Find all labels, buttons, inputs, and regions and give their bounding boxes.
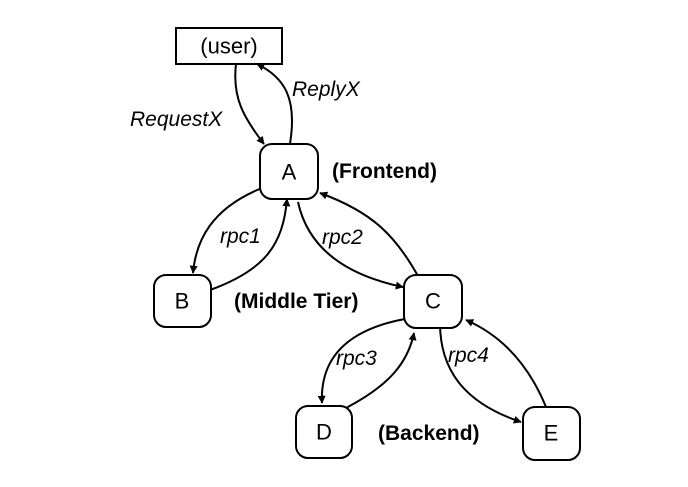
node-d-label: D [316, 420, 332, 445]
edge-label-rpc2: rpc2 [322, 226, 363, 249]
node-b: B [153, 274, 212, 328]
node-a: A [259, 143, 319, 200]
node-user: (user) [175, 27, 283, 65]
edge-rpc2-reply-c-to-a [319, 191, 419, 277]
edge-rpc4-reply-e-to-c [465, 319, 547, 408]
node-user-label: (user) [200, 34, 257, 59]
edge-label-request: RequestX [130, 108, 223, 131]
tier-label-backend: (Backend) [378, 422, 480, 445]
node-b-label: B [175, 289, 190, 314]
edge-label-rpc1: rpc1 [220, 225, 261, 248]
tier-label-frontend: (Frontend) [332, 160, 437, 183]
node-c: C [403, 274, 463, 329]
edge-request-user-to-a [234, 63, 265, 145]
edge-rpc4-c-to-e [439, 322, 522, 424]
edge-rpc3-c-to-d [317, 318, 406, 404]
edge-rpc1-a-to-b [189, 187, 263, 274]
node-e-label: E [544, 421, 559, 446]
edge-rpc3-reply-d-to-c [345, 332, 417, 409]
edge-rpc1-reply-b-to-a [209, 198, 291, 291]
edge-label-rpc4: rpc4 [448, 344, 489, 367]
node-d: D [295, 405, 353, 459]
edge-rpc2-a-to-c [297, 201, 404, 290]
node-c-label: C [425, 289, 441, 314]
node-a-label: A [282, 160, 297, 185]
edge-reply-a-to-user [256, 63, 294, 145]
tier-label-middle: (Middle Tier) [234, 290, 358, 313]
edge-label-rpc3: rpc3 [336, 347, 377, 370]
node-e: E [522, 406, 581, 461]
edge-label-reply: ReplyX [292, 78, 361, 101]
